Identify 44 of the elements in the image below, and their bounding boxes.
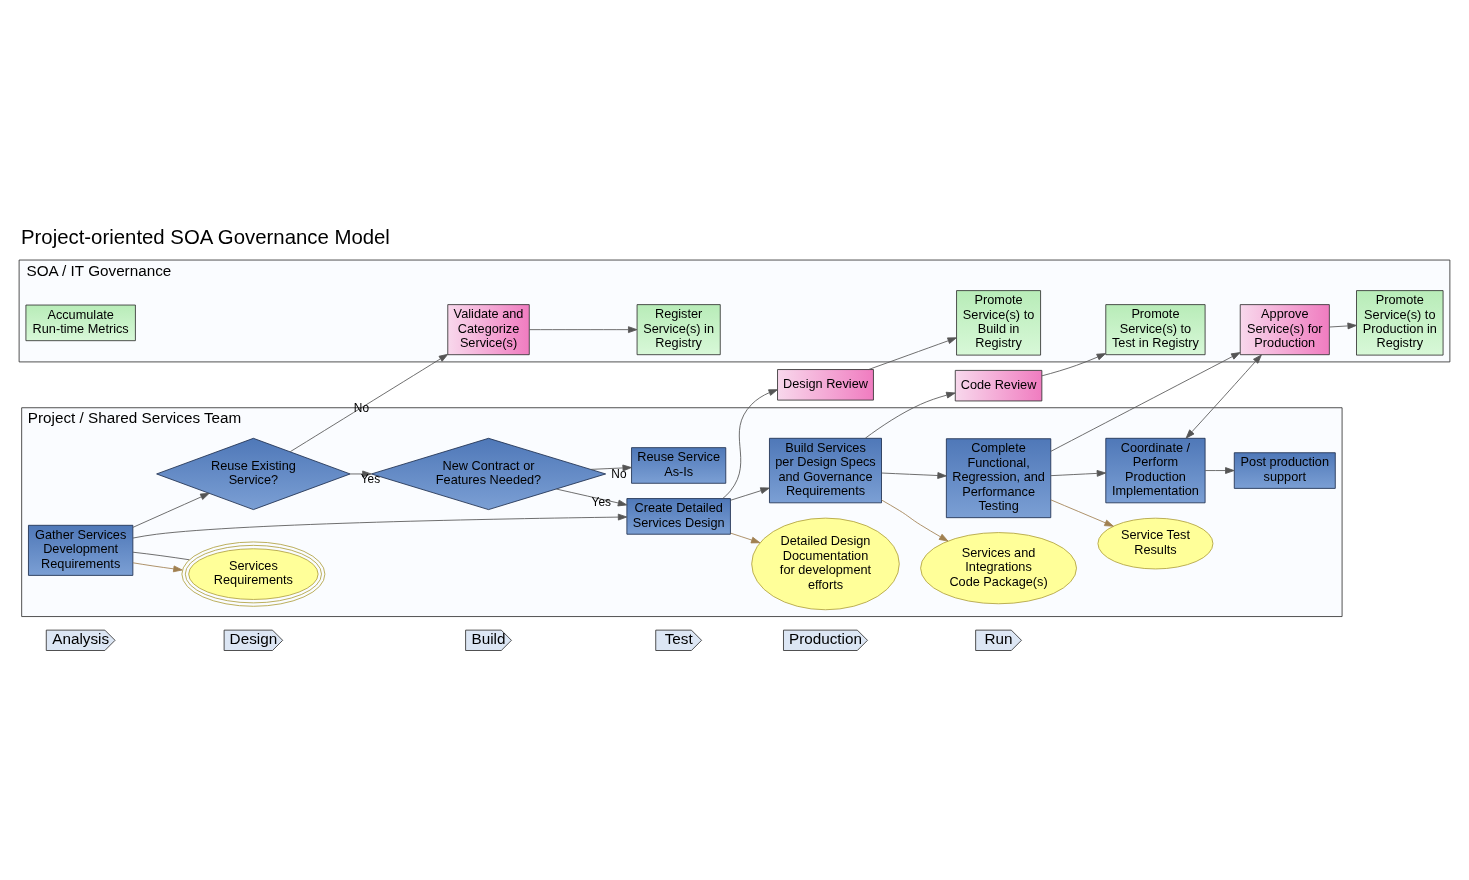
arrow — [881, 472, 947, 479]
node-box: Promote Service(s) to Production in Registry — [1356, 290, 1444, 356]
arrow — [528, 326, 638, 334]
arrow — [132, 492, 210, 528]
node-box: Register Service(s) in Registry — [636, 304, 721, 356]
arrow — [730, 487, 770, 501]
arrow — [1050, 499, 1114, 527]
node-box: Code Review — [954, 369, 1043, 402]
node-box: Post production support — [1233, 452, 1336, 489]
node-box: Reuse Service As-Is — [631, 447, 727, 484]
arrow — [1185, 354, 1262, 439]
node-diamond: Reuse Existing Service? — [156, 437, 351, 511]
node-box: Coordinate / Perform Production Implementation — [1105, 437, 1206, 504]
arrow — [349, 470, 372, 478]
edge-label: Yes — [360, 472, 381, 487]
connector — [132, 551, 190, 561]
node-box: Build Services per Design Specs and Governance Requirements — [769, 437, 882, 504]
diagram-title: Project-oriented SOA Governance Model — [20, 226, 390, 249]
arrow — [1050, 352, 1241, 452]
node-box: Approve Service(s) for Production — [1239, 304, 1330, 356]
node-box: Validate and Categorize Service(s) — [447, 304, 530, 356]
arrow — [881, 499, 949, 542]
edge-label: No — [611, 466, 627, 481]
node-box: Design Review — [777, 369, 874, 401]
node-box: Accumulate Run-time Metrics — [25, 304, 136, 342]
arrow — [289, 353, 449, 453]
arrow — [868, 337, 957, 370]
arrow — [590, 464, 632, 472]
node-box: Complete Functional, Regression, and Performance Testing — [945, 438, 1052, 519]
arrow — [1204, 467, 1235, 474]
arrow — [132, 562, 183, 573]
arrow — [1041, 353, 1107, 377]
arrow — [722, 389, 778, 499]
node-box: Promote Service(s) to Test in Registry — [1105, 304, 1206, 356]
arrow — [864, 391, 956, 439]
node-box: Create Detailed Services Design — [626, 498, 731, 535]
node-box: Promote Service(s) to Build in Registry — [956, 290, 1041, 356]
arrow — [555, 488, 628, 507]
arrow — [1329, 322, 1357, 330]
arrow — [1050, 470, 1107, 477]
arrow — [730, 532, 761, 544]
edge-label: Yes — [591, 495, 611, 510]
arrow — [132, 513, 628, 539]
node-box: Gather Services Development Requirements — [28, 524, 134, 576]
